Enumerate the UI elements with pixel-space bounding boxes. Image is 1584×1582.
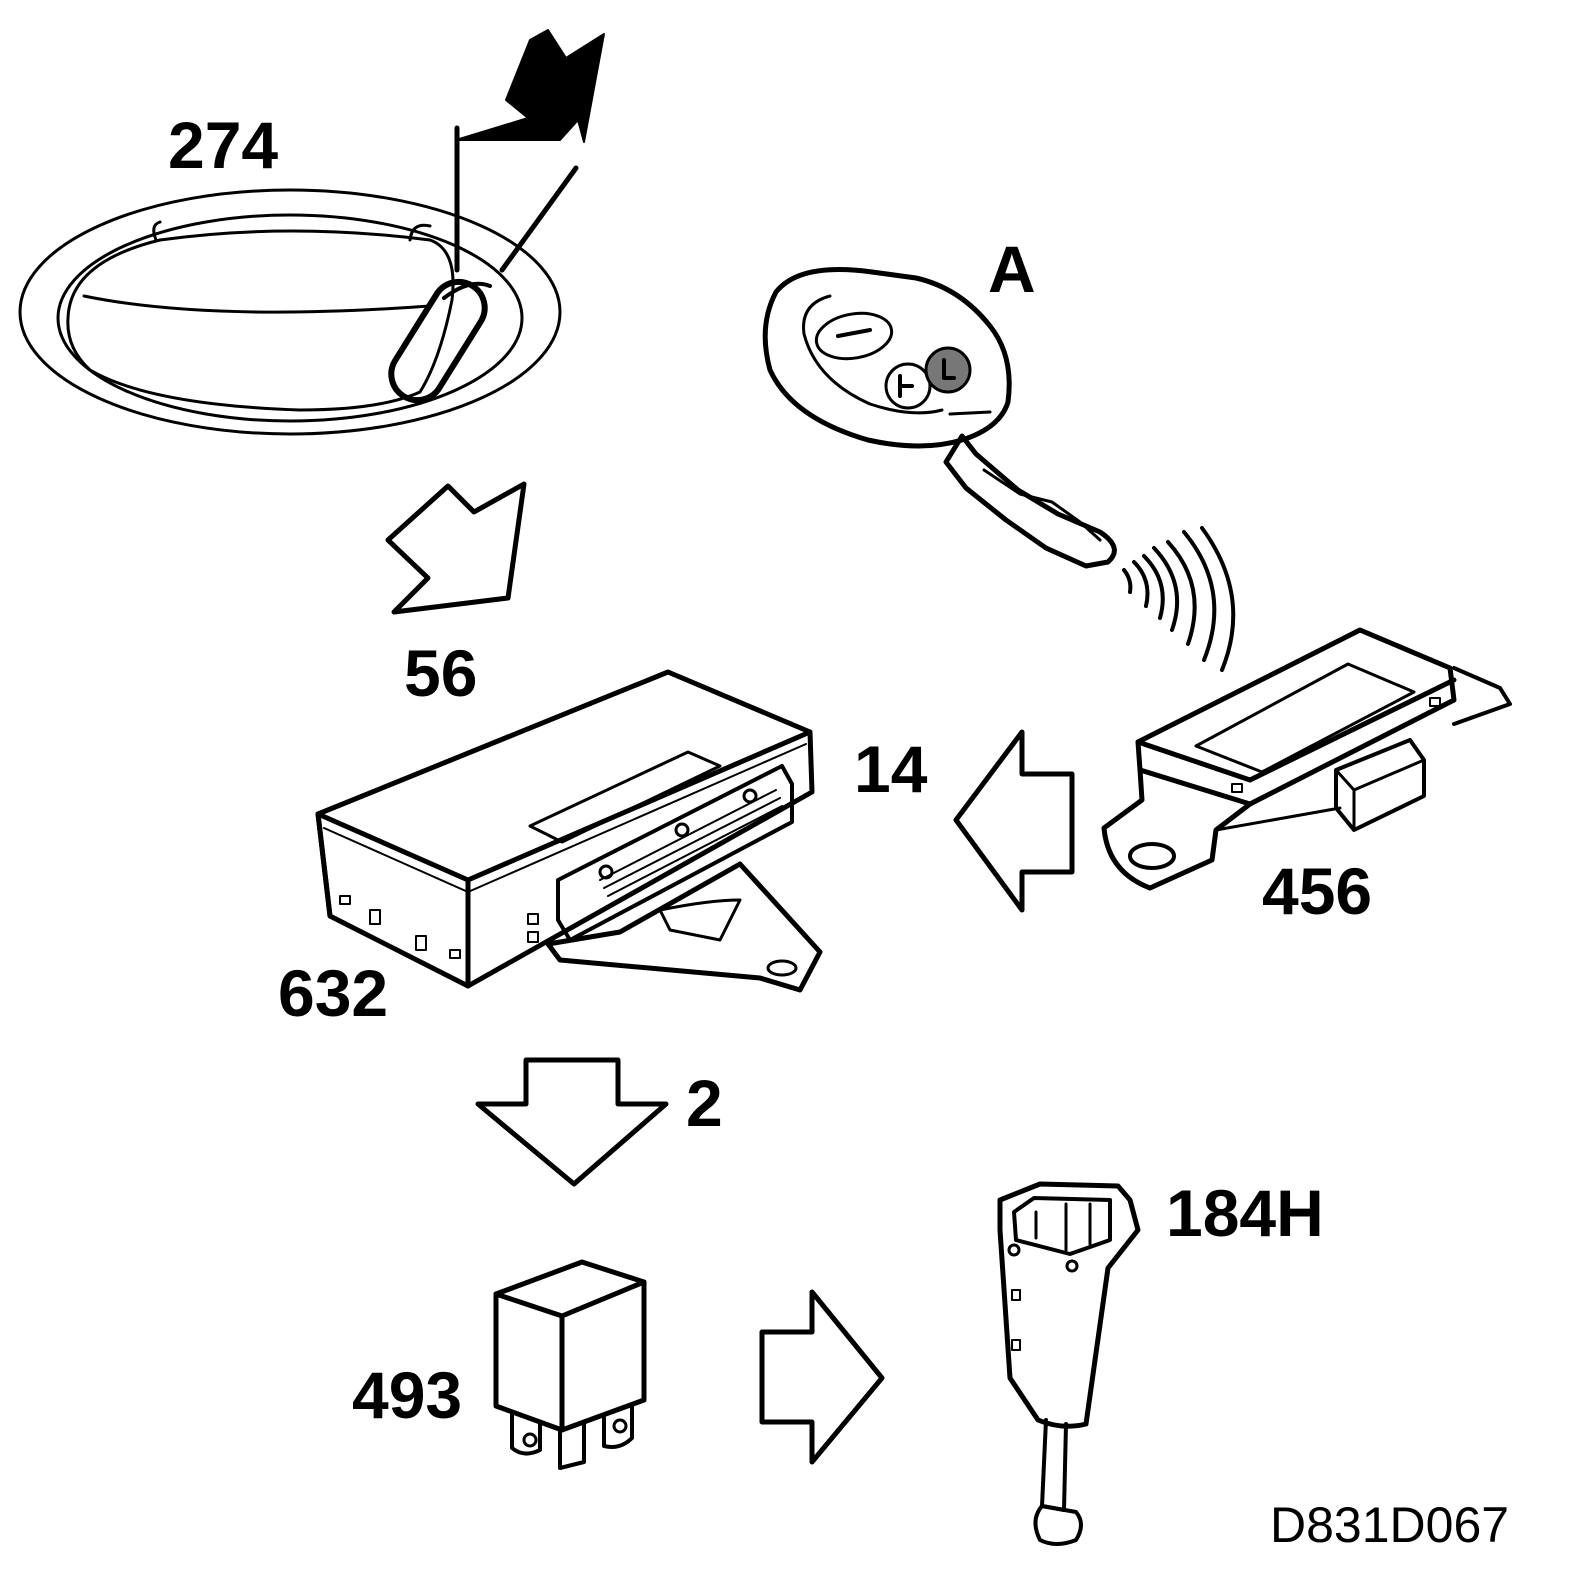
handle-press-arrow	[455, 29, 605, 143]
receiver-component	[1101, 627, 1512, 891]
relay-component	[493, 1259, 647, 1470]
door-handle-component	[18, 188, 562, 436]
wireless-signal-icon	[1122, 526, 1236, 672]
arrow-56-label: 56	[404, 636, 478, 710]
handle-label: 274	[168, 108, 279, 182]
receiver-label: 456	[1262, 854, 1373, 928]
relay-label: 493	[352, 1358, 463, 1432]
figure-code: D831D067	[1270, 1497, 1510, 1553]
control-module-component	[315, 669, 823, 993]
arrow-56-icon	[385, 481, 527, 615]
actuator-label: 184H	[1166, 1176, 1324, 1250]
arrow-2-icon	[475, 1057, 669, 1187]
handle-motion-line	[499, 165, 579, 273]
relay-to-actuator-arrow-icon	[759, 1289, 885, 1465]
arrow-14-label: 14	[854, 732, 928, 806]
arrow-14-icon	[953, 729, 1075, 913]
actuator-component	[997, 1181, 1141, 1546]
arrow-2-label: 2	[686, 1066, 723, 1140]
module-label: 632	[278, 956, 389, 1030]
remote-key-component	[762, 267, 1117, 569]
key-label: A	[988, 232, 1036, 306]
